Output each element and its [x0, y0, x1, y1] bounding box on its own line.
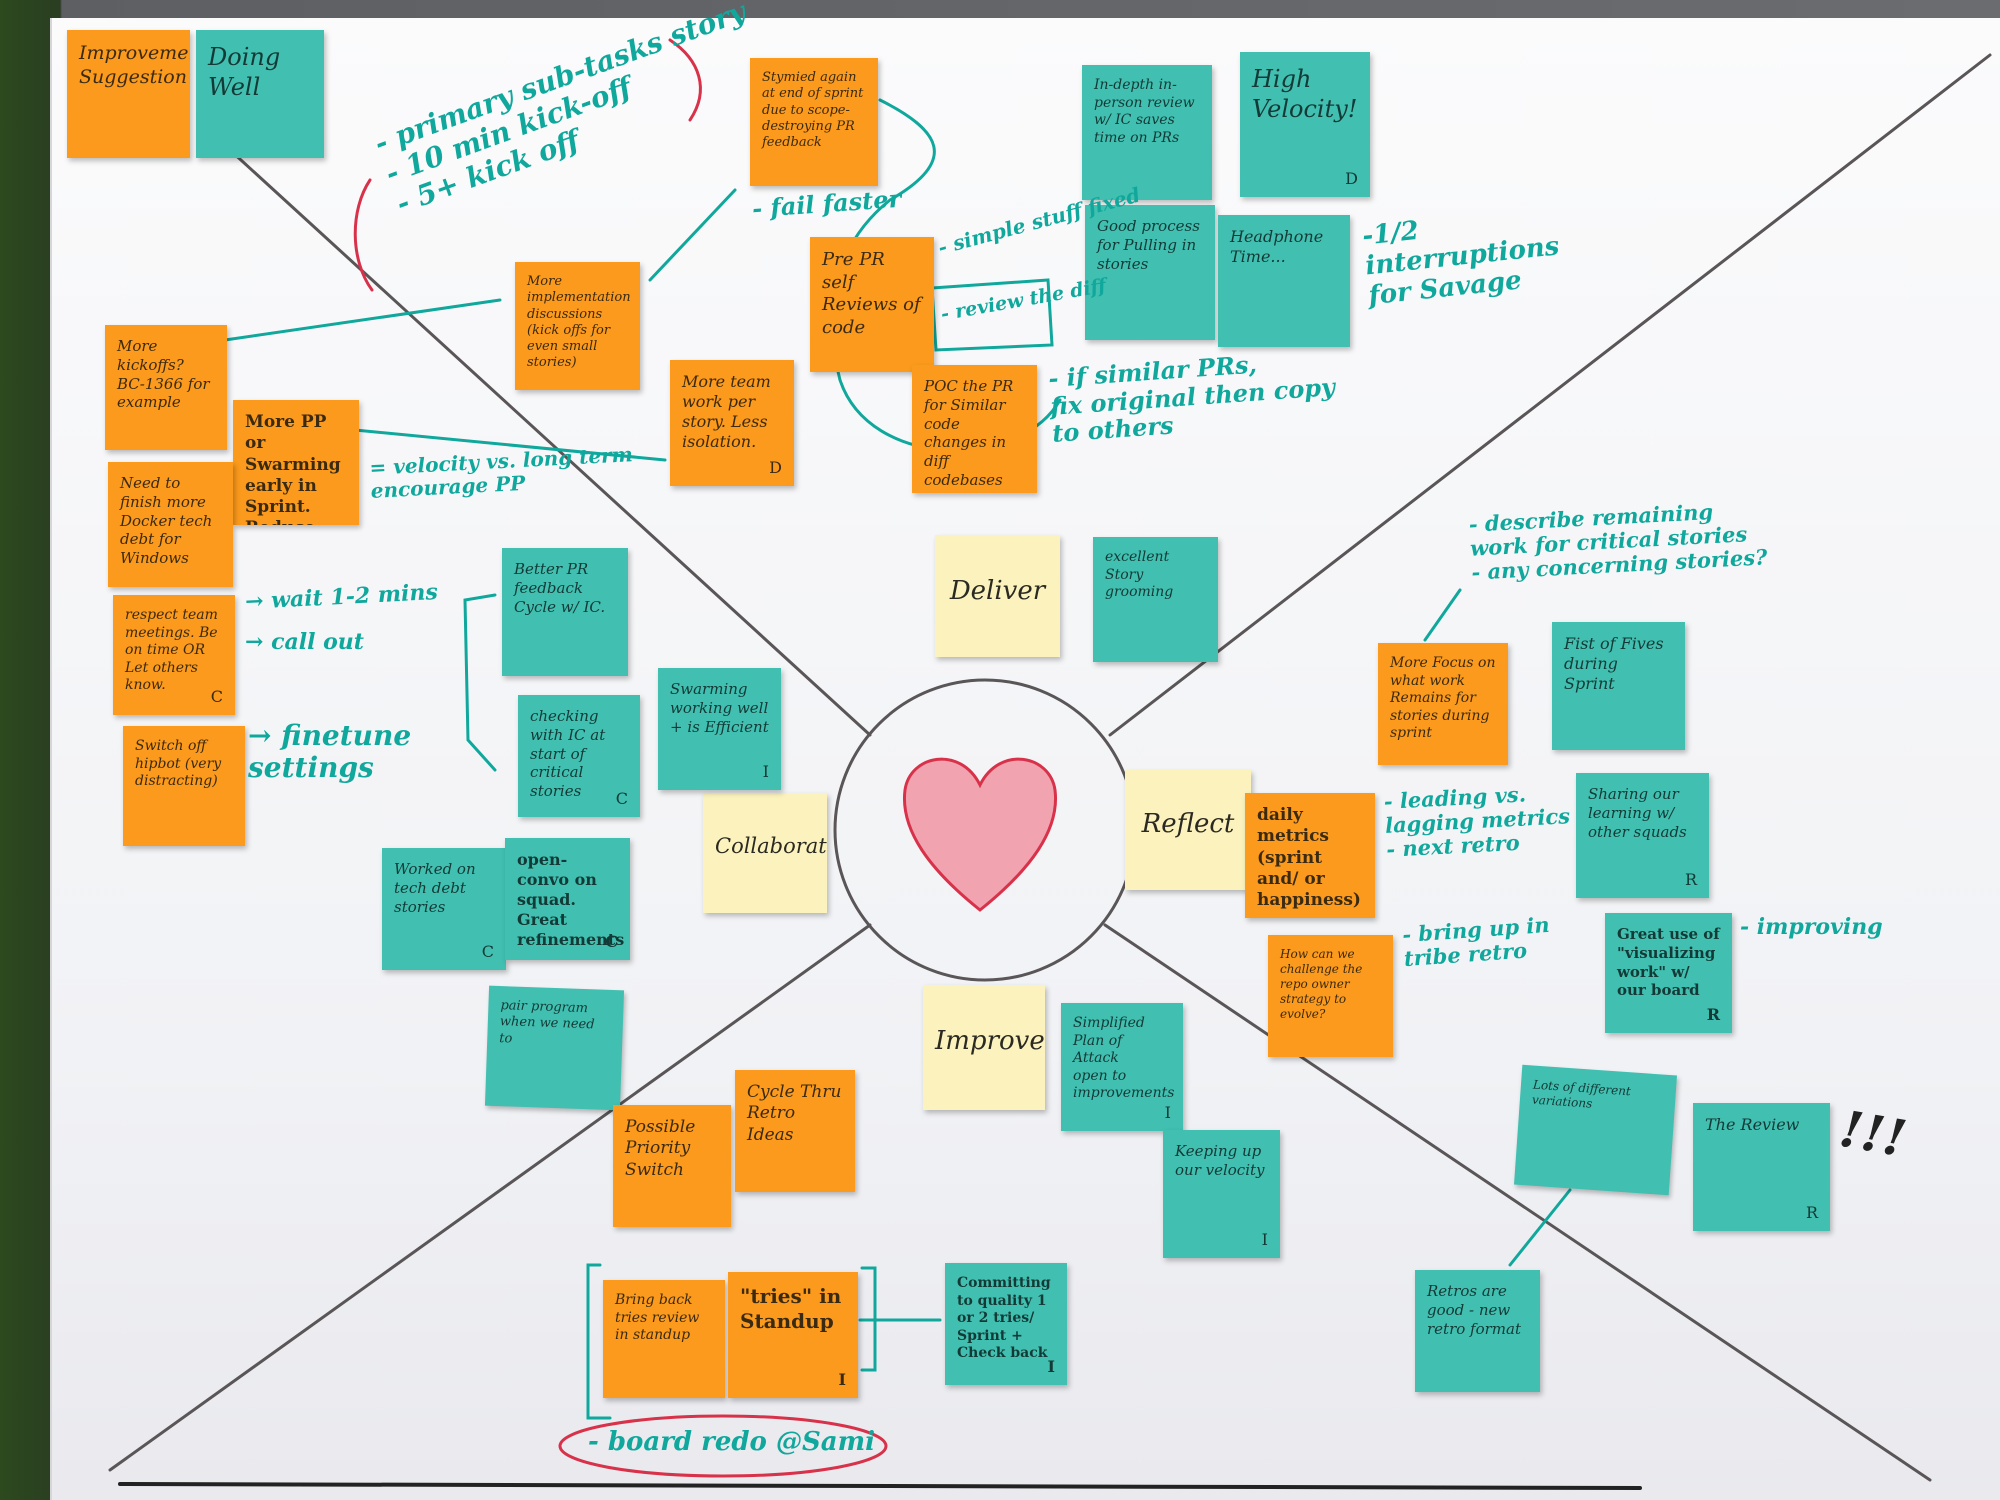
simplified-plan-note: Simplified Plan of Attack open to improv… — [1061, 1003, 1183, 1131]
possible-priority-note: Possible Priority Switch — [613, 1105, 731, 1227]
better-pr-feedback-note: Better PR feedback Cycle w/ IC. — [502, 548, 628, 676]
more-implementation-note: More implementation discussions (kick of… — [515, 262, 640, 390]
teal-arrow-kickoff — [223, 298, 502, 342]
diagonal-line-se — [1103, 923, 1932, 1482]
tag-letter: I — [1261, 1230, 1268, 1249]
tag-letter: R — [1805, 1203, 1818, 1222]
bring-back-tries-note: Bring back tries review in standup — [603, 1280, 725, 1398]
reflect-note: Reflect — [1125, 770, 1251, 890]
daily-metrics-note: daily metrics (sprint and/ or happiness) — [1245, 793, 1375, 918]
legend-improvement-note: Improvement Suggestion — [67, 30, 190, 158]
tag-letter: C — [481, 942, 494, 961]
tag-letter: C — [210, 687, 223, 706]
fist-of-fives-note: Fist of Fives during Sprint — [1552, 622, 1685, 750]
tag-letter: R — [1684, 870, 1697, 889]
teal-bracket-tries-right — [860, 1266, 877, 1372]
red-bracket-left — [353, 178, 374, 292]
more-focus-note: More Focus on what work Remains for stor… — [1378, 643, 1508, 765]
switch-off-hipbot-note: Switch off hipbot (very distracting) — [123, 726, 245, 846]
tag-letter: C — [605, 932, 618, 951]
more-team-work-note: More team work per story. Less isolation… — [670, 360, 794, 486]
tag-letter: I — [1047, 1357, 1055, 1376]
red-bracket-right — [668, 38, 702, 122]
red-oval-board-redo — [558, 1414, 888, 1478]
how-can-we-challenge-note: How can we challenge the repo owner stra… — [1268, 935, 1393, 1057]
tag-letter: D — [1345, 169, 1358, 188]
describe-remaining-annotation: - describe remaining work for critical s… — [1468, 499, 1768, 585]
improve-note: Improve — [923, 985, 1045, 1110]
docker-tech-debt-note: Need to finish more Docker tech debt for… — [108, 462, 233, 587]
tag-letter: I — [838, 1370, 846, 1389]
bring-up-tribe-annotation: - bring up in tribe retro — [1401, 911, 1551, 972]
exclamation-annotation: !!! — [1835, 1098, 1911, 1169]
diagonal-line-sw — [108, 923, 872, 1472]
respect-meetings-note: respect team meetings. Be on time OR Let… — [113, 595, 235, 715]
diagonal-line-ne — [1108, 53, 1992, 737]
tag-letter: D — [769, 458, 782, 477]
finetune-settings-annotation: → finetune settings — [248, 719, 412, 785]
tag-letter: R — [1706, 1005, 1720, 1024]
deliver-note: Deliver — [935, 535, 1060, 657]
committing-quality-note: Committing to quality 1 or 2 tries/ Spri… — [945, 1263, 1067, 1385]
high-velocity-note: High Velocity!D — [1240, 52, 1370, 197]
great-use-visualizing-note: Great use of "visualizing work" w/ our b… — [1605, 913, 1732, 1033]
headphone-time-note: Headphone Time... — [1218, 215, 1350, 347]
stymied-note: Stymied again at end of sprint due to sc… — [750, 58, 878, 186]
more-pp-swarming-note: More PP or Swarming early in Sprint. Red… — [233, 400, 359, 525]
excellent-story-grooming-note: excellent Story grooming — [1093, 537, 1218, 662]
call-out-annotation: → call out — [245, 629, 364, 655]
improving-annotation: - improving — [1740, 914, 1883, 940]
tag-letter: I — [1164, 1103, 1171, 1122]
teal-box-review-diff — [930, 278, 1054, 352]
checking-with-ic-note: checking with IC at start of critical st… — [518, 695, 640, 817]
teal-line-retros — [1508, 1188, 1572, 1267]
legend-doing-well-note: Doing Well — [196, 30, 324, 158]
retros-are-good-note: Retros are good - new retro format — [1415, 1270, 1540, 1392]
teal-bracket-tries — [586, 1263, 612, 1420]
heart-icon — [902, 757, 1058, 912]
teal-arrow-stymied — [648, 188, 737, 282]
leading-lagging-annotation: - leading vs. lagging metrics - next ret… — [1383, 781, 1571, 863]
board-redo-annotation: - board redo @Sami — [588, 1427, 875, 1457]
collaborate-note: Collaborate — [703, 793, 827, 913]
tag-letter: I — [762, 762, 769, 781]
in-depth-review-note: In-depth in-person review w/ IC saves ti… — [1082, 65, 1212, 200]
diagonal-line-nw — [228, 148, 872, 737]
teal-arrow-focus — [1423, 588, 1462, 642]
good-process-note: Good process for Pulling in stories — [1085, 205, 1215, 340]
board-bottom-line — [118, 1482, 1642, 1490]
teal-bracket-feedback — [463, 593, 497, 772]
tag-letter: C — [615, 789, 628, 808]
pair-program-note: pair program when we need to — [484, 985, 625, 1111]
poc-pr-note: POC the PR for Similar code changes in d… — [912, 365, 1037, 493]
pre-pr-reviews-note: Pre PR self Reviews of code — [810, 237, 934, 372]
cycle-retro-ideas-note: Cycle Thru Retro Ideas — [735, 1070, 855, 1192]
lots-of-variations-note: Lots of different variations — [1514, 1064, 1677, 1196]
teal-arrow-team — [353, 428, 667, 462]
more-kickoffs-note: More kickoffs? BC-1366 for example — [105, 325, 227, 450]
